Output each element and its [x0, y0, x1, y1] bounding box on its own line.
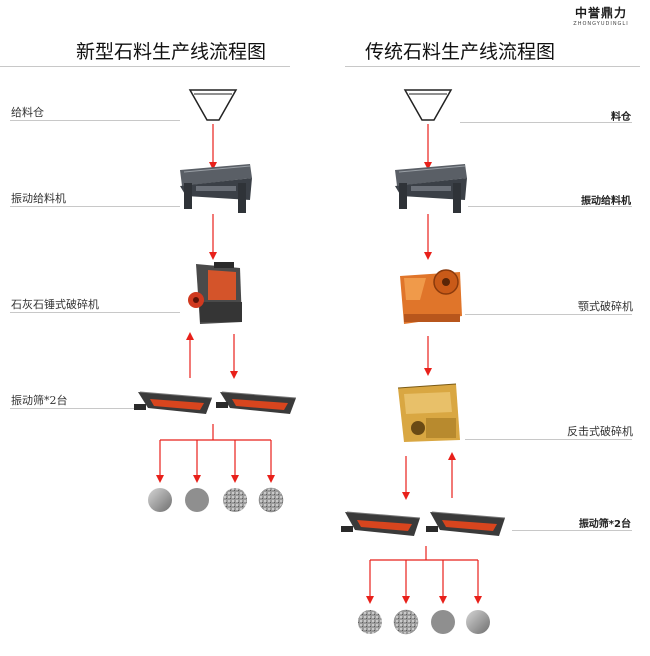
vibrating-feeder-icon [395, 164, 467, 213]
aggregate-icon [259, 488, 283, 512]
impact-crusher-icon [398, 384, 460, 442]
hopper-icon [405, 90, 451, 120]
aggregate-icon [148, 488, 172, 512]
vibrating-feeder-icon [180, 164, 252, 213]
vibrating-screen-icon [426, 512, 505, 536]
hopper-icon [190, 90, 236, 120]
jaw-crusher-icon [400, 270, 462, 324]
aggregate-icon [358, 610, 382, 634]
aggregate-icon [466, 610, 490, 634]
aggregate-icon [223, 488, 247, 512]
aggregate-icon [394, 610, 418, 634]
vibrating-screen-icon [341, 512, 420, 536]
vibrating-screen-icon [216, 392, 296, 414]
vibrating-screen-icon [134, 392, 212, 414]
hammer-crusher-icon [188, 262, 242, 324]
aggregate-icon [185, 488, 209, 512]
aggregate-icon [431, 610, 455, 634]
